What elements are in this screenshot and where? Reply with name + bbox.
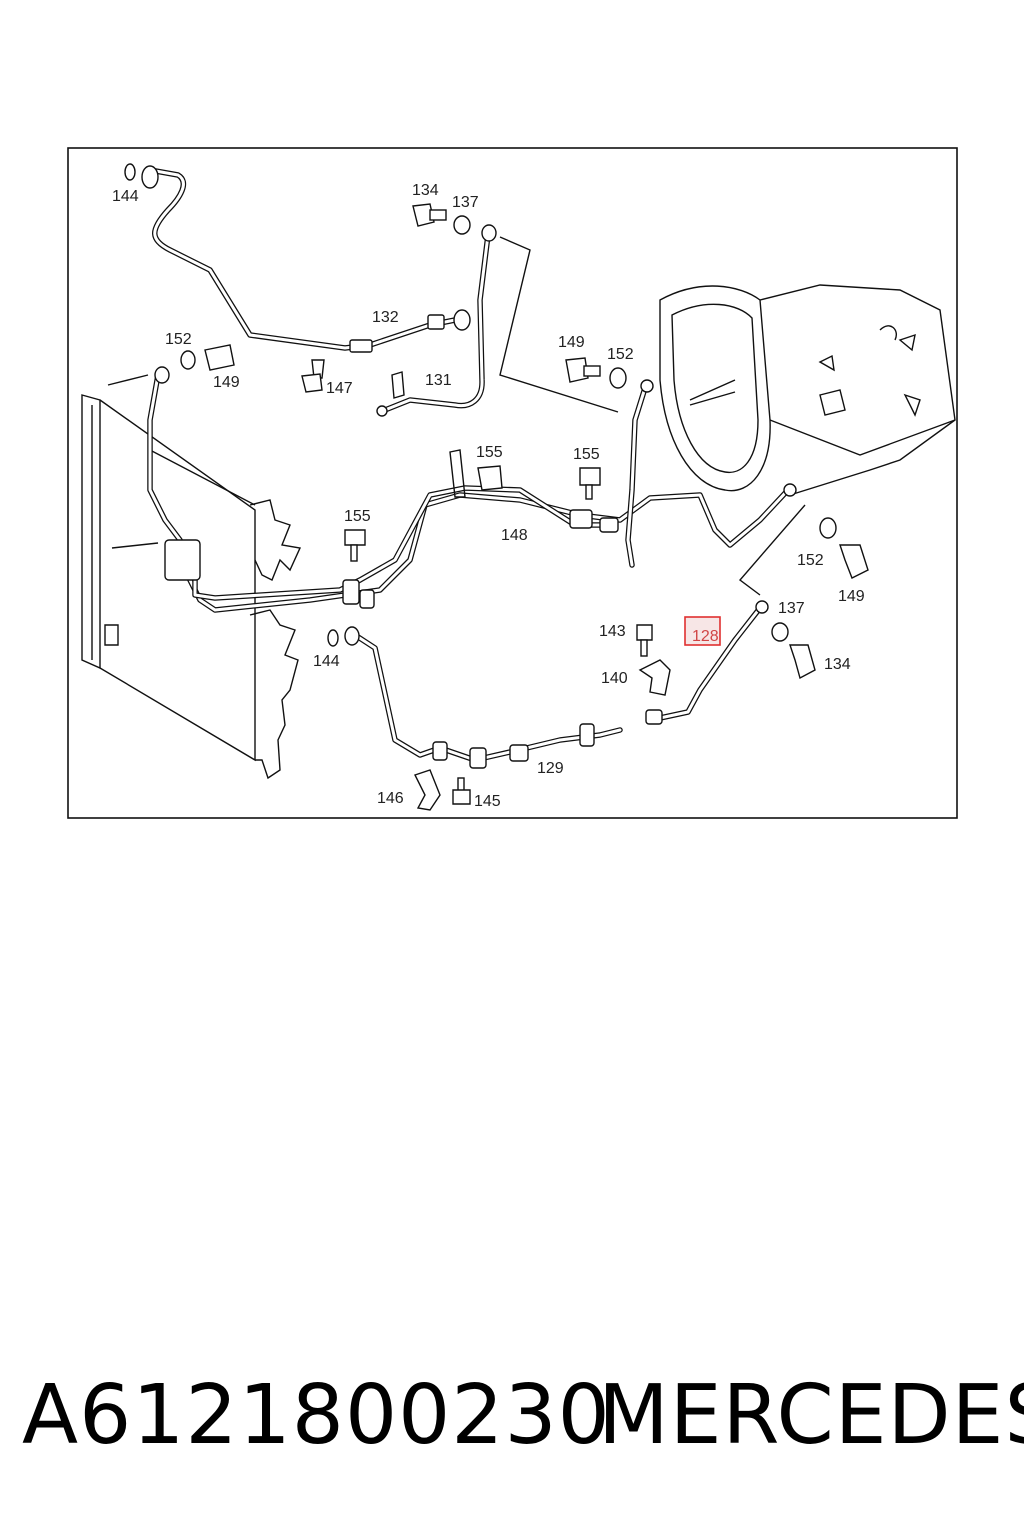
callout-144-top: 144 (112, 188, 139, 205)
pipe-129 (344, 626, 623, 769)
brand-name: MERCEDES (598, 1368, 1024, 1463)
callout-145: 145 (474, 793, 501, 810)
callout-144-bottom: 144 (313, 653, 340, 670)
callout-128: 128 (692, 628, 719, 645)
transmission (659, 284, 956, 496)
parts-diagram: 144 134 137 132 152 149 147 131 149 152 … (67, 147, 958, 819)
callout-152-right: 152 (797, 552, 824, 569)
pipe-148 (147, 366, 797, 613)
pipe-middle-vertical (625, 379, 654, 568)
callout-152-left: 152 (165, 331, 192, 348)
callout-132: 132 (372, 309, 399, 326)
pipe-132 (141, 165, 471, 353)
callout-149-mid: 149 (558, 334, 585, 351)
callout-149-left: 149 (213, 374, 240, 391)
callout-143: 143 (599, 623, 626, 640)
diagram-frame (67, 147, 958, 819)
callout-129: 129 (537, 760, 564, 777)
callout-155-c: 155 (344, 508, 371, 525)
pipe-131 (376, 224, 497, 417)
callout-131: 131 (425, 372, 452, 389)
callout-152-mid: 152 (607, 346, 634, 363)
callout-137-top: 137 (452, 194, 479, 211)
radiator (81, 374, 302, 780)
callout-155-a: 155 (476, 444, 503, 461)
leader-line-128 (738, 504, 806, 596)
callout-140: 140 (601, 670, 628, 687)
highlight-box-128 (684, 616, 721, 646)
part-number: A6121800230 (22, 1368, 611, 1463)
callout-137-right: 137 (778, 600, 805, 617)
callout-155-b: 155 (573, 446, 600, 463)
callout-149-right: 149 (838, 588, 865, 605)
pipe-128 (645, 600, 769, 725)
callout-134-top: 134 (412, 182, 439, 199)
callout-134-right: 134 (824, 656, 851, 673)
callout-147: 147 (326, 380, 353, 397)
small-parts (124, 163, 869, 811)
callout-146: 146 (377, 790, 404, 807)
callout-148: 148 (501, 527, 528, 544)
caption: A6121800230 MERCEDES (0, 1368, 1024, 1478)
leader-line-131 (499, 236, 619, 413)
